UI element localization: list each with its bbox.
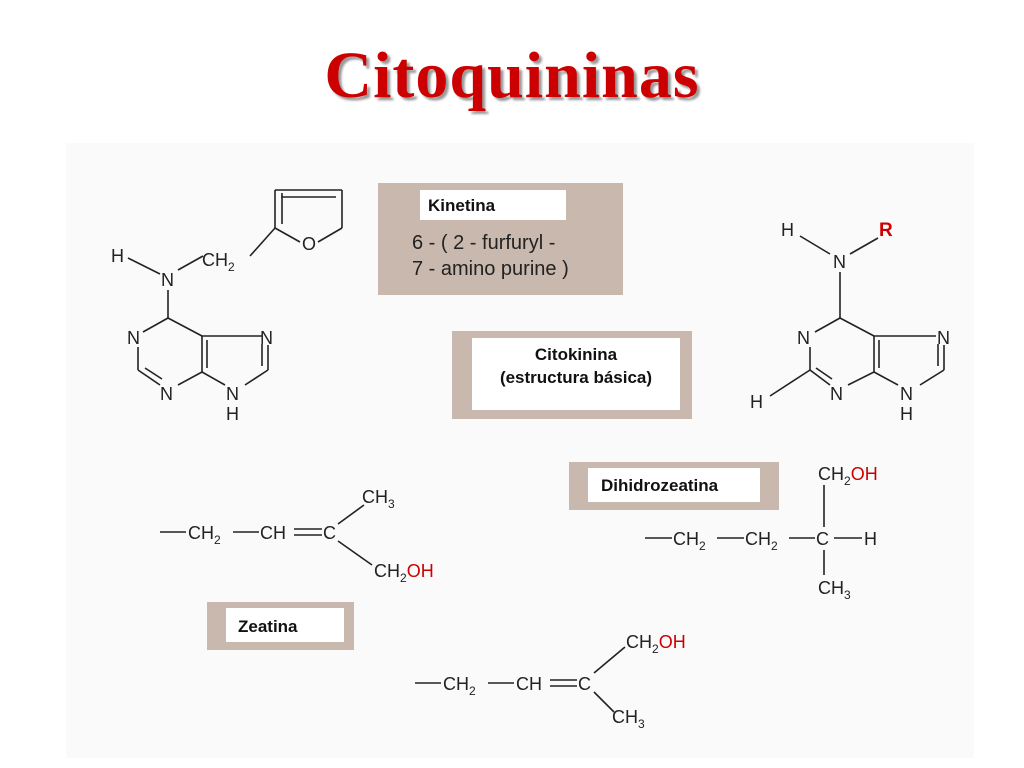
dihidrozeatina-label: Dihidrozeatina bbox=[601, 476, 719, 495]
kinetin-amine-n: N bbox=[161, 270, 174, 290]
kinetin-n1: N bbox=[127, 328, 140, 348]
slide-title: Citoquininas bbox=[324, 39, 700, 112]
furan-ring: O bbox=[274, 189, 343, 254]
kinetina-desc-line2: 7 - amino purine ) bbox=[412, 258, 569, 280]
kinetin-structure: O CH2 N H N N N N H bbox=[111, 189, 343, 424]
dhz-ch2oh: CH2OH bbox=[818, 464, 878, 488]
citokinina-label-line2: (estructura básica) bbox=[500, 368, 652, 387]
basic-n7: N bbox=[937, 328, 950, 348]
basic-n9: N bbox=[900, 384, 913, 404]
dhz-ch2-a: CH2 bbox=[673, 529, 706, 553]
basic-r-group: R bbox=[879, 220, 893, 241]
zl-ch2oh: CH2OH bbox=[626, 632, 686, 656]
zeatin-side-chain-upper: CH2 CH C CH3 CH2OH bbox=[160, 487, 434, 585]
kinetina-label: Kinetina bbox=[428, 196, 496, 215]
zeatin-side-chain-lower: CH2 CH C CH2OH CH3 bbox=[415, 632, 686, 731]
zl-ch: CH bbox=[516, 674, 542, 694]
dhz-quaternary-c: C bbox=[816, 529, 829, 549]
basic-n9-h: H bbox=[900, 404, 913, 424]
zu-ch2oh: CH2OH bbox=[374, 561, 434, 585]
kinetin-amine-h: H bbox=[111, 246, 124, 266]
zl-ch3: CH3 bbox=[612, 707, 645, 731]
kinetina-desc-line1: 6 - ( 2 - furfuryl - bbox=[412, 232, 555, 254]
basic-n3: N bbox=[830, 384, 843, 404]
zu-ch2: CH2 bbox=[188, 523, 221, 547]
kinetina-panel: Kinetina 6 - ( 2 - furfuryl - 7 - amino … bbox=[378, 183, 623, 295]
furan-oxygen: O bbox=[302, 234, 316, 254]
dhz-ch2-b: CH2 bbox=[745, 529, 778, 553]
dhz-c-h: H bbox=[864, 529, 877, 549]
kinetin-n9: N bbox=[226, 384, 239, 404]
zeatina-label: Zeatina bbox=[238, 617, 298, 636]
basic-amine-n: N bbox=[833, 252, 846, 272]
zu-c: C bbox=[323, 523, 336, 543]
basic-c2-h: H bbox=[750, 392, 763, 412]
zl-ch2: CH2 bbox=[443, 674, 476, 698]
kinetin-ch2: CH2 bbox=[202, 250, 235, 274]
basic-amine-h: H bbox=[781, 220, 794, 240]
zu-ch: CH bbox=[260, 523, 286, 543]
kinetin-purine-ring: N N N N H bbox=[127, 317, 273, 424]
citokinina-panel: Citokinina (estructura básica) bbox=[452, 331, 692, 419]
kinetin-n3: N bbox=[160, 384, 173, 404]
dhz-ch3: CH3 bbox=[818, 578, 851, 602]
kinetin-n9-h: H bbox=[226, 404, 239, 424]
dihidrozeatina-panel: Dihidrozeatina bbox=[569, 462, 779, 510]
citokinina-label-line1: Citokinina bbox=[535, 345, 618, 364]
basic-cytokinin-structure: H R N N N N N H H bbox=[750, 220, 950, 424]
zeatina-panel: Zeatina bbox=[207, 602, 354, 650]
kinetin-n7: N bbox=[260, 328, 273, 348]
basic-n1: N bbox=[797, 328, 810, 348]
zl-c: C bbox=[578, 674, 591, 694]
zu-ch3: CH3 bbox=[362, 487, 395, 511]
dihydrozeatin-side-chain: CH2 CH2 C H CH2OH CH3 bbox=[645, 464, 878, 602]
